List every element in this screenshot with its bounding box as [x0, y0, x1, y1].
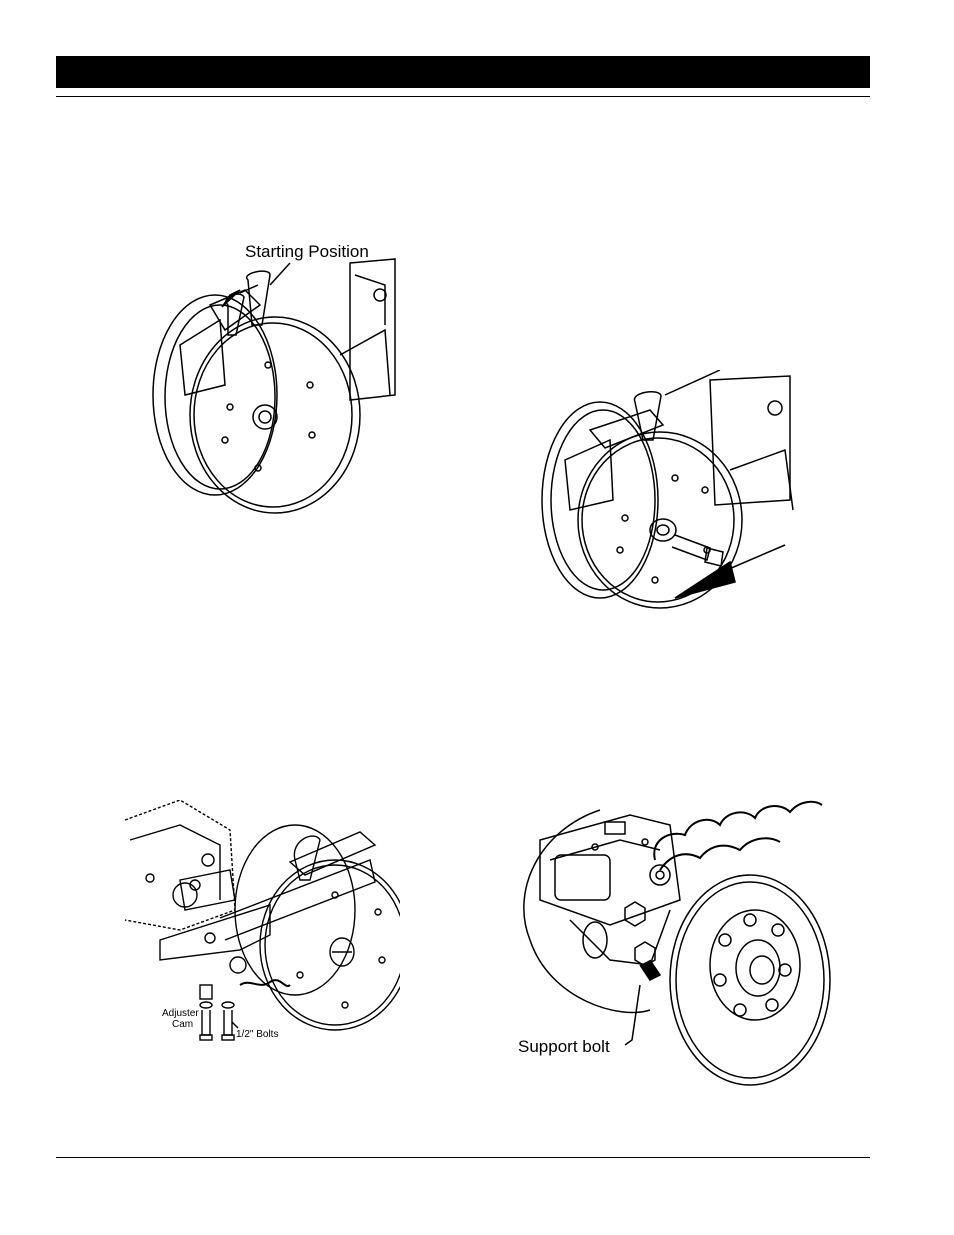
figure-adjuster-cam: Adjuster Cam 1/2" Bolts [120, 800, 400, 1045]
header-bar [56, 56, 870, 88]
figure-starting-position: Starting Position [140, 235, 400, 520]
support-bolt-label: Support bolt [518, 1037, 610, 1056]
adjuster-cam-label-1: Adjuster [162, 1008, 199, 1019]
figure-support-bolt: Support bolt [510, 800, 840, 1090]
adjuster-cam-label-2: Cam [172, 1019, 193, 1030]
figure-remove-bolt [535, 370, 805, 610]
header-rule [56, 96, 870, 97]
starting-position-label: Starting Position [245, 242, 369, 261]
half-inch-bolts-label: 1/2" Bolts [236, 1029, 278, 1040]
footer-rule [56, 1157, 870, 1158]
